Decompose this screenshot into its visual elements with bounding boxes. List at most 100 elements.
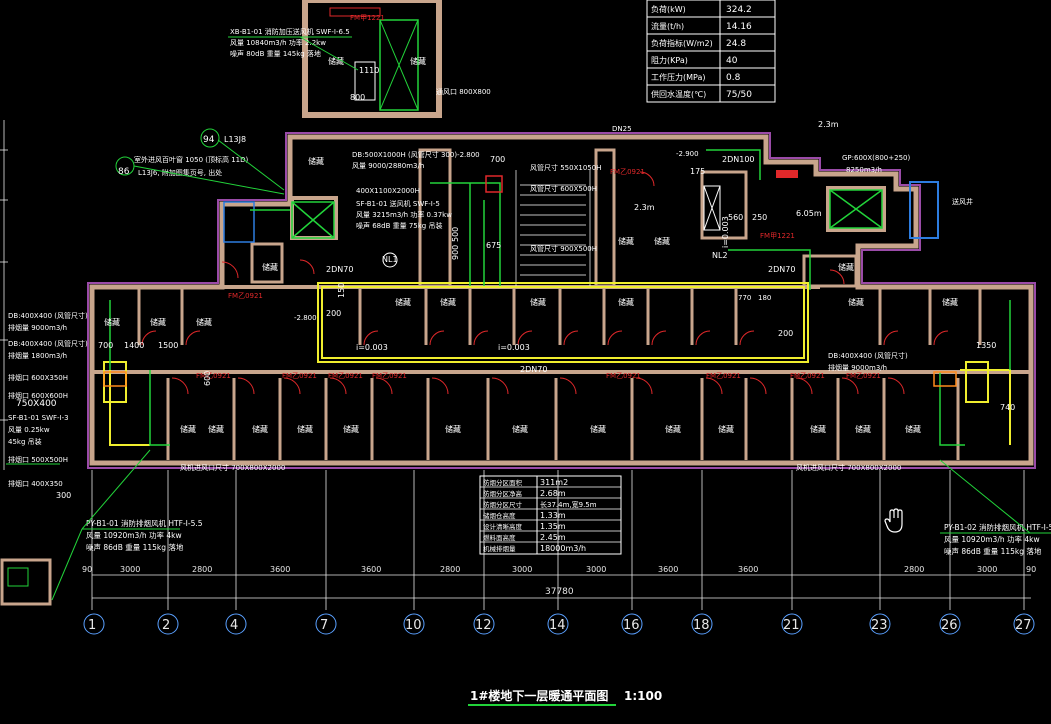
smoke-value-1: 2.68m <box>540 489 566 498</box>
fan-room-top: FM甲1221 800 1110 通风口 800X800 储藏 储藏 <box>302 0 491 118</box>
room-core-3: 储藏 <box>262 262 278 272</box>
py-left-1: PY-B1-01 消防排烟风机 HTF-I-5.5 <box>86 518 203 528</box>
el-180: 180 <box>758 294 771 302</box>
axis-23: 23 <box>871 618 888 633</box>
label-800: 800 <box>350 93 365 102</box>
core-wall-3 <box>700 170 748 240</box>
fm-center: FM乙0921 <box>610 168 645 176</box>
duct-400: 400X1100X2000H <box>356 187 420 195</box>
fm-corr-2: FM乙0921 <box>328 372 363 380</box>
badge-94-leader <box>217 139 285 191</box>
room-upper-0: 储藏 <box>104 317 120 327</box>
smoke-label-3: 储烟仓高度 <box>483 511 516 520</box>
el-neg: -2.800 <box>294 314 317 322</box>
db-left-2b: 排烟量 1800m3/h <box>8 351 67 360</box>
grille-left-4: 排烟口 400X350 <box>8 479 63 488</box>
xb-line1: XB-B1-01 消防加压送风机 SWF-I-6.5 <box>230 27 350 36</box>
db-right-b: 排烟量 9000m3/h <box>828 363 887 372</box>
grille-left-1: 排烟口 600X350H <box>8 373 68 382</box>
fan-room-door <box>329 7 381 17</box>
hand-cursor-icon <box>884 508 903 533</box>
load-table: 负荷(kW) 324.2 流量(t/h) 14.16 负荷指标(W/m2) 24… <box>646 0 776 103</box>
room-lower-7: 储藏 <box>590 424 606 434</box>
xb-unit-callout: XB-B1-01 消防加压送风机 SWF-I-6.5 风量 10840m3/h … <box>228 27 359 71</box>
el-600: 600 <box>203 371 212 386</box>
el-150: 150 <box>337 283 346 298</box>
shaft-left-blue <box>223 201 255 243</box>
room-lower-0: 储藏 <box>180 424 196 434</box>
fan-room-room-label: 储藏 <box>328 56 344 66</box>
el-1500: 1500 <box>158 341 178 350</box>
el-175: 175 <box>690 167 705 176</box>
gp-box-b: 8250m3/h <box>846 166 882 174</box>
fm-corr-1: FM乙0921 <box>282 372 317 380</box>
duct-900: 风管尺寸 900X500H <box>530 244 597 253</box>
load-value-1: 14.16 <box>726 22 752 32</box>
axis-26: 26 <box>941 618 958 633</box>
axis-10: 10 <box>405 618 422 633</box>
smoke-value-0: 311m2 <box>540 478 568 487</box>
axis-7: 7 <box>320 618 328 633</box>
load-value-2: 24.8 <box>726 39 746 49</box>
smoke-outlet-left: 风机进风口尺寸 700X800X2000 <box>180 463 285 472</box>
upper-room-dividers <box>137 287 982 345</box>
fan-duct-cross-2 <box>379 19 419 111</box>
room-upper-3: 储藏 <box>395 297 411 307</box>
pipe-dn70-a: 2DN70 <box>326 265 353 274</box>
fm-corr-7: FM乙0921 <box>846 372 881 380</box>
span-edge-right: 90 <box>1026 565 1036 574</box>
fan-room-room-label-2: 储藏 <box>410 56 426 66</box>
db-left-2: DB:400X400 (风管尺寸) <box>8 339 88 348</box>
room-lower-4: 储藏 <box>343 424 359 434</box>
py-right-1: PY-B1-02 消防排烟风机 HTF-I-5.5 <box>944 522 1051 532</box>
el-300: 300 <box>56 491 71 500</box>
dim-2-3: 2.3m <box>818 120 839 129</box>
room-core-1: 储藏 <box>618 236 634 246</box>
load-value-4: 0.8 <box>726 73 741 83</box>
duct-550: 风管尺寸 550X1050H <box>530 163 601 172</box>
fm-corr-5: FM乙0921 <box>706 372 741 380</box>
span-8: 3600 <box>738 565 758 574</box>
room-lower-3: 储藏 <box>297 424 313 434</box>
el-560: 560 <box>728 213 743 222</box>
outer-outline <box>87 132 1036 469</box>
smoke-label-6: 机械排烟量 <box>483 544 516 553</box>
fm-corr-0: FM乙0921 <box>196 372 231 380</box>
el-200b: 200 <box>778 329 793 338</box>
room-lower-10: 储藏 <box>810 424 826 434</box>
el-740: 740 <box>1000 403 1015 412</box>
l13j8: L13J8 <box>224 135 246 144</box>
stair-shaft-right <box>826 186 886 232</box>
db-top: DB:500X1000H (风管尺寸 300)-2.800 <box>352 150 480 159</box>
el-700b: 700 <box>98 341 113 350</box>
fan-room-wall <box>302 0 442 118</box>
small-room-left <box>250 242 284 284</box>
smoke-label-0: 防烟分区面积 <box>483 478 523 487</box>
py-right-callout: PY-B1-02 消防排烟风机 HTF-I-5.5 风量 10920m3/h 功… <box>939 459 1051 556</box>
smoke-outlet-right: 风机进风口尺寸 700X800X2000 <box>796 463 901 472</box>
span-7: 3600 <box>658 565 678 574</box>
room-core-2: 储藏 <box>654 236 670 246</box>
smoke-label-2: 防烟分区尺寸 <box>483 500 523 509</box>
badge-86-leader <box>133 165 285 195</box>
load-value-0: 324.2 <box>726 5 752 15</box>
badge-94: 94 <box>203 135 215 145</box>
fm-right: FM甲1221 <box>760 232 795 240</box>
sf-left-1: SF-B1-01 SWF-I-3 <box>8 414 69 422</box>
py-right-3: 噪声 86dB 重量 115kg 落地 <box>944 546 1042 556</box>
fm-corr-3: FM乙0921 <box>372 372 407 380</box>
py-right-2: 风量 10920m3/h 功率 4kw <box>944 534 1040 544</box>
duct-750: 750X400 <box>16 399 57 409</box>
el-700: 700 <box>490 155 505 164</box>
el-900: 900 <box>451 245 460 260</box>
fm-corr-4: FM乙0921 <box>606 372 641 380</box>
slope-c: i=0.003 <box>721 216 730 248</box>
sf-center-3: 噪声 68dB 重量 75kg 吊装 <box>356 221 442 230</box>
load-label-0: 负荷(kW) <box>651 4 686 14</box>
el-1350: 1350 <box>976 341 996 350</box>
load-label-2: 负荷指标(W/m2) <box>651 38 713 48</box>
load-label-1: 流量(t/h) <box>651 21 684 31</box>
room-upper-6: 储藏 <box>618 297 634 307</box>
axis-14: 14 <box>549 618 566 633</box>
